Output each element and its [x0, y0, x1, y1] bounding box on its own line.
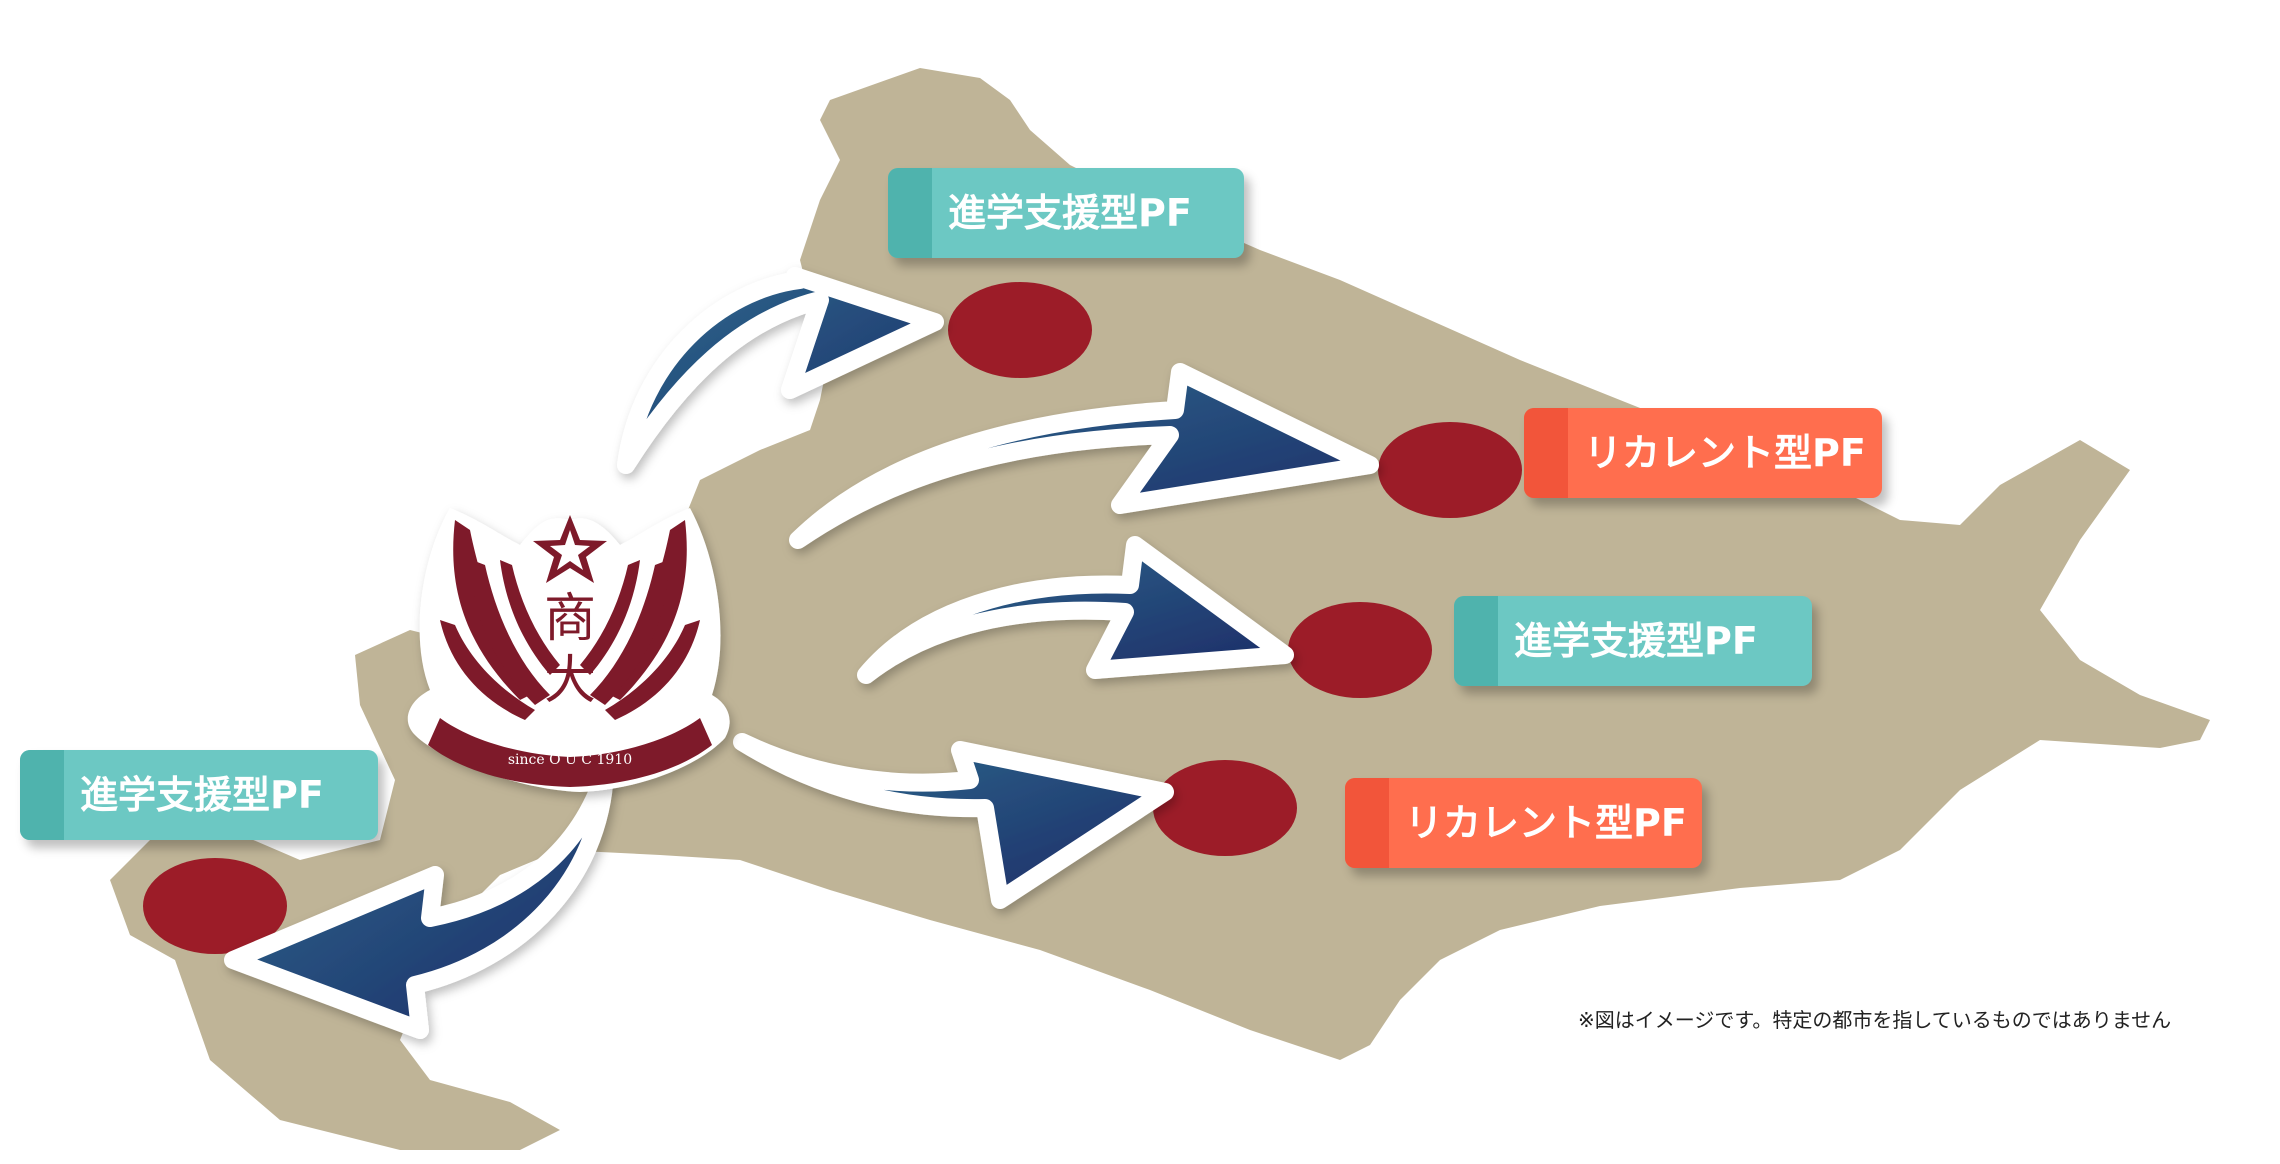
label-card: 進学支援型PF	[1454, 596, 1812, 686]
label-accent-band	[888, 168, 932, 258]
city-marker	[948, 282, 1092, 378]
city-marker	[143, 858, 287, 954]
label-text: 進学支援型PF	[80, 773, 324, 817]
label-text: 進学支援型PF	[948, 191, 1192, 235]
left-wing-icon	[440, 520, 560, 720]
label-card: リカレント型PF	[1524, 408, 1882, 498]
arrows	[224, 267, 1379, 1039]
star-icon	[533, 515, 607, 583]
label-card: リカレント型PF	[1345, 778, 1702, 868]
city-marker	[1378, 422, 1522, 518]
city-marker	[1153, 760, 1297, 856]
label-card: 進学支援型PF	[888, 168, 1244, 258]
arrow-icon	[857, 536, 1294, 684]
university-emblem	[407, 508, 730, 792]
arrow-icon	[733, 733, 1174, 909]
city-markers	[143, 282, 1522, 954]
label-accent-band	[1524, 408, 1568, 498]
label-text: リカレント型PF	[1405, 801, 1687, 845]
label-text: 進学支援型PF	[1514, 619, 1758, 663]
arrow-icon	[224, 763, 614, 1039]
city-marker	[1288, 602, 1432, 698]
emblem-characters: 商大	[543, 589, 596, 711]
emblem-ribbon-text: since O U C 1910	[507, 752, 633, 768]
right-wing-icon	[580, 520, 700, 720]
label-accent-band	[1454, 596, 1498, 686]
arrow-icon	[617, 267, 944, 474]
label-text: リカレント型PF	[1584, 431, 1866, 475]
ribbon-icon	[428, 718, 712, 787]
label-accent-band	[1345, 778, 1389, 868]
label-card: 進学支援型PF	[20, 750, 378, 840]
label-accent-band	[20, 750, 64, 840]
arrow-icon	[789, 363, 1379, 549]
footnote: ※図はイメージです。特定の都市を指しているものではありません	[1578, 1008, 2172, 1032]
